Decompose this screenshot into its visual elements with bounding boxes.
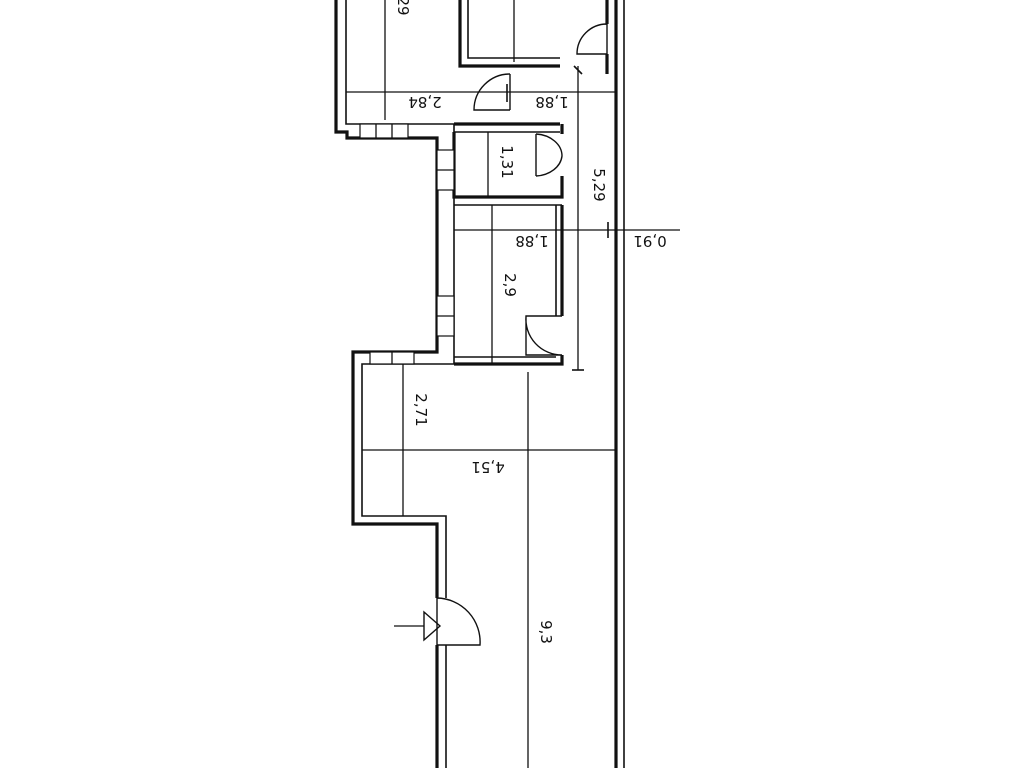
label-lower-room-height: 2,71 [412, 393, 430, 426]
walls [334, 0, 625, 768]
dim-tick-corridor-top [573, 65, 583, 75]
label-long-length: 9,3 [537, 620, 555, 644]
dimension-labels: 29 2,84 1,88 1,31 5,29 1,88 0,91 2,9 2,7… [394, 0, 667, 644]
label-top-room-height: 29 [394, 0, 412, 16]
door-top-room [576, 23, 608, 55]
entrance-arrow [394, 610, 442, 642]
door-entrance [436, 597, 481, 646]
door-mid-room [525, 315, 563, 356]
label-corridor-top-width: 1,88 [535, 93, 568, 111]
door-small-room [535, 133, 563, 177]
label-lower-width: 4,51 [471, 458, 504, 476]
top-room-wall [458, 0, 560, 68]
label-small-room-height: 1,31 [498, 145, 516, 178]
mid-room-bottom [454, 355, 564, 366]
dimension-lines [346, 0, 680, 768]
label-corridor-length: 5,29 [590, 168, 608, 201]
windows [359, 123, 455, 365]
outer-wall-left [334, 0, 439, 598]
window-top [359, 123, 409, 139]
label-mid-room-width: 1,88 [515, 232, 548, 250]
top-room-wall-inner [467, 0, 560, 59]
doors [436, 23, 608, 646]
label-upper-width: 2,84 [408, 93, 441, 111]
label-mid-room-height: 2,9 [501, 273, 519, 297]
label-outer-strip-width: 0,91 [633, 232, 666, 250]
